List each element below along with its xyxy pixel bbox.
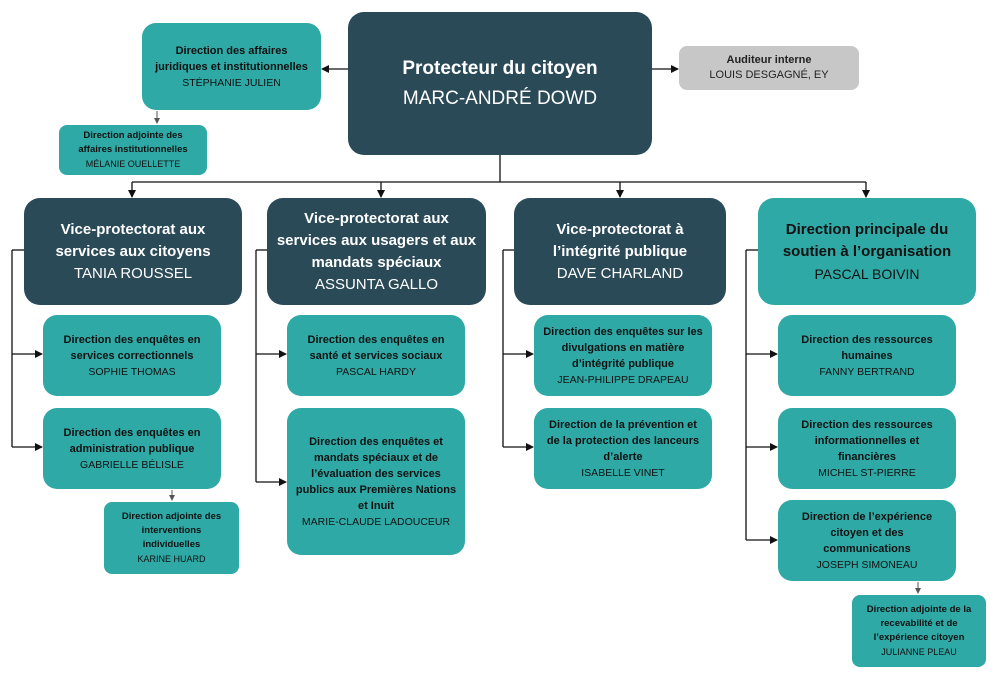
vp1-unit-1-name: SOPHIE THOMAS <box>88 365 176 378</box>
vp1-box: Vice-protectorat aux services aux citoye… <box>24 198 242 305</box>
protecteur-name: MARC-ANDRÉ DOWD <box>402 87 598 109</box>
protecteur-box: Protecteur du citoyen MARC-ANDRÉ DOWD <box>348 12 652 155</box>
vp4-title: Direction principale du soutien à l’orga… <box>782 220 952 260</box>
vp1-sub-title: Direction adjointe des interventions ind… <box>121 511 222 550</box>
vp4-unit-2-name: MICHEL ST-PIERRE <box>818 466 916 479</box>
vp3-box: Vice-protectorat à l’intégrité publique … <box>514 198 726 305</box>
vp3-unit-1: Direction des enquêtes sur les divulgati… <box>534 315 712 396</box>
vp2-unit-1: Direction des enquêtes en santé et servi… <box>287 315 465 396</box>
vp3-unit-1-name: JEAN-PHILIPPE DRAPEAU <box>557 373 689 386</box>
vp4-name: PASCAL BOIVIN <box>814 265 920 282</box>
auditeur-box: Auditeur interne LOUIS DESGAGNÉ, EY <box>679 46 859 90</box>
vp3-unit-2-title: Direction de la prévention et de la prot… <box>546 418 700 463</box>
legal-box: Direction des affaires juridiques et ins… <box>142 23 321 110</box>
vp1-title: Vice-protectorat aux services aux citoye… <box>55 220 211 260</box>
vp4-sub-name: JULIANNE PLEAU <box>881 647 957 657</box>
vp4-unit-2: Direction des ressources informationnell… <box>778 408 956 489</box>
auditeur-name: LOUIS DESGAGNÉ, EY <box>709 69 829 81</box>
vp4-unit-1: Direction des ressources humaines FANNY … <box>778 315 956 396</box>
vp4-sub-title: Direction adjointe de la recevabilité et… <box>866 604 972 643</box>
vp2-unit-2-name: MARIE-CLAUDE LADOUCEUR <box>301 515 451 528</box>
vp2-title: Vice-protectorat aux services aux usager… <box>276 209 477 271</box>
vp2-box: Vice-protectorat aux services aux usager… <box>267 198 486 305</box>
vp1-sub-box: Direction adjointe des interventions ind… <box>104 502 239 574</box>
vp3-unit-1-title: Direction des enquêtes sur les divulgati… <box>543 325 703 370</box>
auditeur-title: Auditeur interne <box>726 54 812 66</box>
legal-name: STÉPHANIE JULIEN <box>182 76 281 89</box>
vp2-unit-2-title: Direction des enquêtes et mandats spécia… <box>295 435 457 512</box>
vp2-unit-2: Direction des enquêtes et mandats spécia… <box>287 408 465 555</box>
legal-sub-name: MÉLANIE OUELLETTE <box>85 159 181 169</box>
vp1-unit-1-title: Direction des enquêtes en services corre… <box>63 333 201 362</box>
vp4-box: Direction principale du soutien à l’orga… <box>758 198 976 305</box>
vp4-unit-3-title: Direction de l’expérience citoyen et des… <box>801 510 933 555</box>
vp1-unit-2: Direction des enquêtes en administration… <box>43 408 221 489</box>
vp4-unit-3-name: JOSEPH SIMONEAU <box>816 558 918 571</box>
vp4-unit-2-title: Direction des ressources informationnell… <box>801 418 933 463</box>
vp3-title: Vice-protectorat à l’intégrité publique <box>552 220 688 260</box>
vp3-name: DAVE CHARLAND <box>556 264 684 282</box>
legal-title: Direction des affaires juridiques et ins… <box>155 44 308 73</box>
vp2-unit-1-title: Direction des enquêtes en santé et servi… <box>307 333 445 362</box>
vp1-name: TANIA ROUSSEL <box>73 264 193 282</box>
vp4-sub-box: Direction adjointe de la recevabilité et… <box>852 595 986 667</box>
vp1-unit-2-title: Direction des enquêtes en administration… <box>63 426 201 455</box>
vp4-unit-3: Direction de l’expérience citoyen et des… <box>778 500 956 581</box>
vp1-unit-2-name: GABRIELLE BÉLISLE <box>80 458 184 471</box>
vp1-unit-1: Direction des enquêtes en services corre… <box>43 315 221 396</box>
protecteur-title: Protecteur du citoyen <box>402 57 598 79</box>
vp2-unit-1-name: PASCAL HARDY <box>336 365 416 378</box>
vp3-unit-2: Direction de la prévention et de la prot… <box>534 408 712 489</box>
vp1-sub-name: KARINE HUARD <box>137 554 206 564</box>
vp4-unit-1-name: FANNY BERTRAND <box>819 365 915 378</box>
legal-sub-box: Direction adjointe des affaires institut… <box>59 125 207 175</box>
legal-sub-title: Direction adjointe des affaires institut… <box>78 130 188 155</box>
vp3-unit-2-name: ISABELLE VINET <box>581 466 665 479</box>
vp4-unit-1-title: Direction des ressources humaines <box>801 333 933 362</box>
vp2-name: ASSUNTA GALLO <box>314 275 439 293</box>
